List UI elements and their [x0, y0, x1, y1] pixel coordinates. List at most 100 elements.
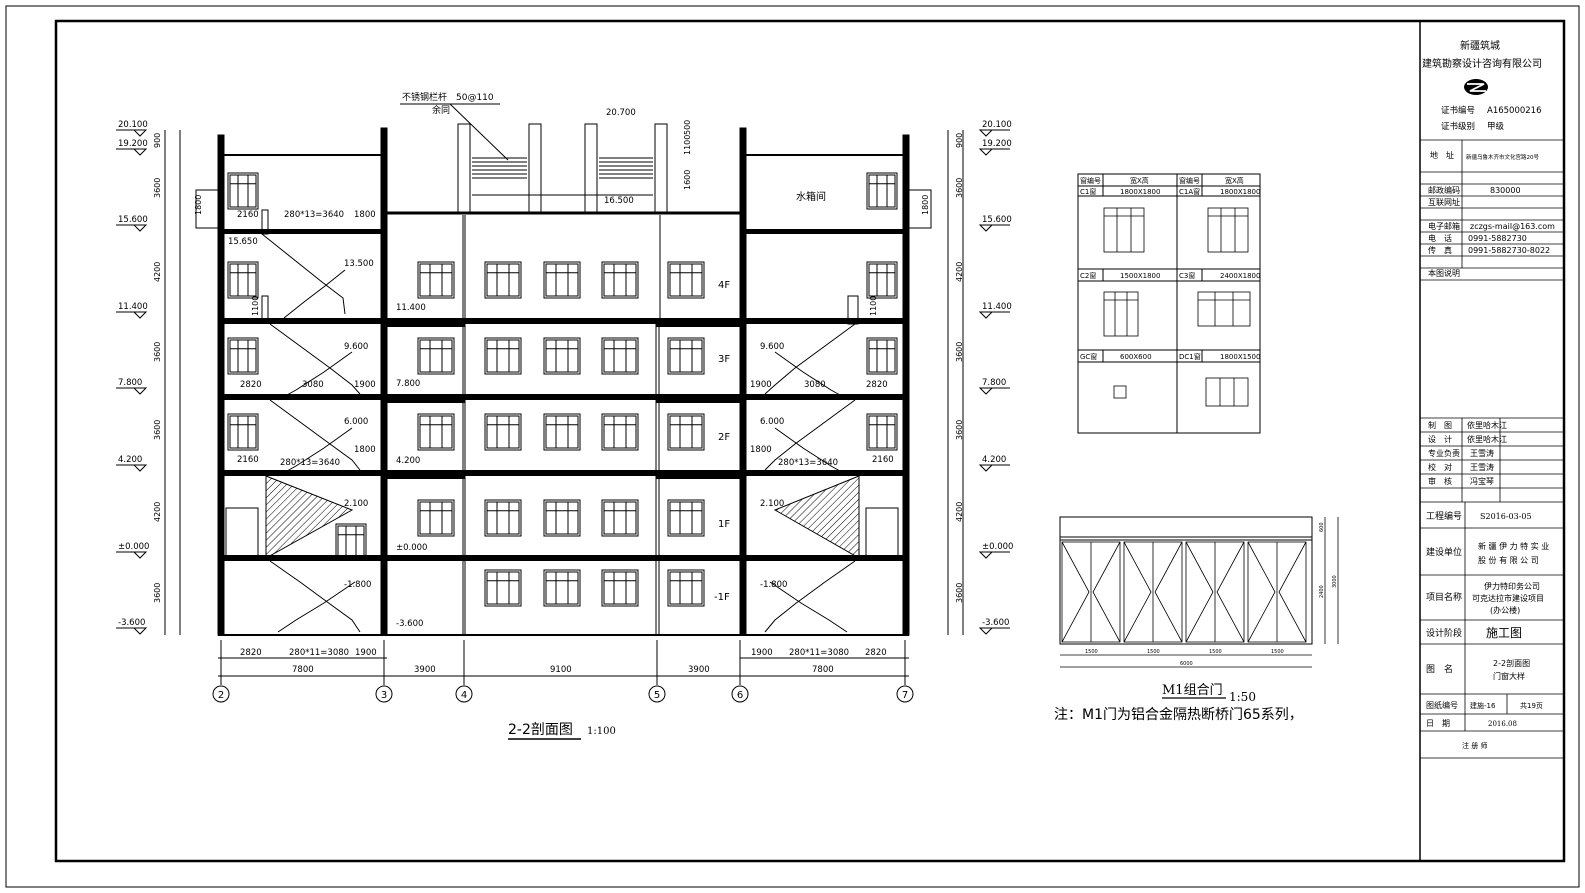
bottom-dim: 3900: [414, 665, 436, 675]
window-glyph: [866, 172, 898, 210]
window-glyph: [227, 172, 259, 210]
stair-dim: 2160: [237, 455, 259, 465]
window-glyph: [484, 413, 522, 451]
postcode-label: 邮政编码: [1428, 185, 1460, 195]
right-elevations: 20.100 19.200 15.600 11.400 7.800 4.200 …: [947, 120, 1013, 635]
stair-dim: 280*13=3640: [778, 458, 838, 468]
height-dim: 3600: [153, 178, 162, 198]
window-glyph: [227, 337, 259, 375]
window-glyph-inner: [486, 501, 520, 535]
section-title: 2-2剖面图: [508, 722, 573, 738]
stair-dim: 2820: [240, 380, 262, 390]
window-glyph-inner: [545, 415, 579, 449]
window-no: C2窗: [1080, 271, 1096, 280]
phone: 0991-5882730: [1468, 234, 1527, 243]
elev-mark: 15.600: [118, 215, 148, 225]
window-no: DC1窗: [1179, 352, 1201, 361]
window-glyph-inner: [545, 501, 579, 535]
landing-elev: 9.600: [344, 342, 368, 352]
window-no: GC窗: [1080, 352, 1097, 361]
window-size: 1800X1800: [1220, 188, 1260, 196]
window-glyph: [543, 261, 581, 299]
window-no: C3窗: [1179, 271, 1195, 280]
window-size: 600X600: [1120, 353, 1152, 361]
side-dim: 1100: [869, 296, 878, 316]
window-glyph: [601, 569, 639, 607]
window-glyph: [417, 413, 455, 451]
registered-label: 注 册 师: [1462, 741, 1487, 750]
window-glyph-inner: [419, 501, 453, 535]
title-block: 新疆筑城 建筑勘察设计咨询有限公司 证书编号 A165000216 证书级别 甲…: [1420, 39, 1564, 759]
door-width-dim: 1500: [1147, 649, 1160, 655]
window-glyph-inner: [603, 571, 637, 605]
drawing-no-label: 图纸编号: [1426, 700, 1458, 710]
landing-elev: 13.500: [344, 259, 374, 269]
window-size: 1500X1800: [1120, 272, 1160, 280]
axis-label: 5: [654, 690, 660, 701]
axis-bubbles: 2 3 4 5 6 7: [212, 640, 914, 703]
postcode: 830000: [1490, 186, 1521, 195]
railing-note: 不锈钢栏杆 50@110: [402, 91, 494, 103]
side-dim: 1800: [194, 195, 203, 215]
height-dim: 3600: [153, 583, 162, 603]
window-glyph-inner: [669, 415, 703, 449]
bottom-dims: 2820 280*11=3080 1900 1900 280*11=3080 2…: [218, 648, 909, 677]
date-label: 日 期: [1426, 719, 1450, 728]
window-glyph: [866, 261, 898, 299]
water-tank-room-label: 水箱间: [796, 190, 826, 203]
bottom-dim: 1900: [751, 648, 773, 658]
outer-border: [5, 5, 1580, 888]
landing-elev: 15.650: [228, 237, 258, 247]
stage-label: 设计阶段: [1426, 627, 1462, 639]
door-height-dim: 3000: [1332, 575, 1338, 588]
door-width-dim: 1500: [1271, 649, 1284, 655]
company-name-2: 建筑勘察设计咨询有限公司: [1422, 57, 1542, 70]
elev-mark: 7.800: [118, 378, 142, 388]
landing-elev: 6.000: [344, 417, 368, 427]
window-glyph: [227, 261, 259, 299]
window-glyph-inner: [486, 415, 520, 449]
window-glyph-inner: [669, 339, 703, 373]
side-dim: 1100: [251, 296, 260, 316]
address-label: 地 址: [1430, 150, 1454, 160]
lead-by: 王雪涛: [1470, 448, 1494, 458]
elev-mark: 19.200: [982, 139, 1012, 149]
height-dim: 900: [153, 133, 162, 148]
total-pages: 共19页: [1520, 701, 1543, 710]
stair-dim: 1900: [750, 380, 772, 390]
elev-mark: 20.100: [982, 120, 1012, 130]
elev-mark: ±0.000: [982, 542, 1013, 552]
review-label: 审 核: [1428, 476, 1452, 486]
stair-dim: 1800: [354, 445, 376, 455]
company-name-1: 新疆筑城: [1460, 39, 1500, 52]
parapet-dim: 1600: [683, 170, 692, 190]
height-dim: 4200: [955, 502, 964, 522]
project-no-label: 工程编号: [1426, 510, 1462, 522]
window-glyph: [667, 337, 705, 375]
roof-parapets: [380, 103, 747, 214]
window-glyph: [543, 499, 581, 537]
window-glyph: [543, 337, 581, 375]
bottom-dim: 7800: [812, 665, 834, 675]
central-windows: [417, 261, 705, 607]
height-dim: 3600: [955, 178, 964, 198]
height-dim: 3600: [153, 420, 162, 440]
m1-door-elevation: 1500 1500 1500 1500 6000 600 2400 3000 M…: [1054, 516, 1339, 723]
window-glyph: [601, 337, 639, 375]
elev-mark: -3.600: [982, 618, 1009, 628]
window-glyph: [866, 413, 898, 451]
door-width-dim: 1500: [1085, 649, 1098, 655]
stair-dims: 2160 280*13=3640 1800 2820 3080 1900 216…: [237, 210, 894, 468]
stair-dim: 1800: [354, 210, 376, 220]
window-glyph: [601, 261, 639, 299]
window-glyph-inner: [545, 571, 579, 605]
bottom-dim: 280*11=3080: [789, 648, 849, 658]
window-glyph: [484, 337, 522, 375]
window-header-size: 宽X高: [1225, 176, 1244, 185]
stairs-right: [764, 295, 899, 633]
elev-mark: ±0.000: [118, 542, 149, 552]
center-elev: 11.400: [396, 303, 426, 313]
window-glyph-inner: [603, 339, 637, 373]
stairs-left: [225, 209, 361, 633]
